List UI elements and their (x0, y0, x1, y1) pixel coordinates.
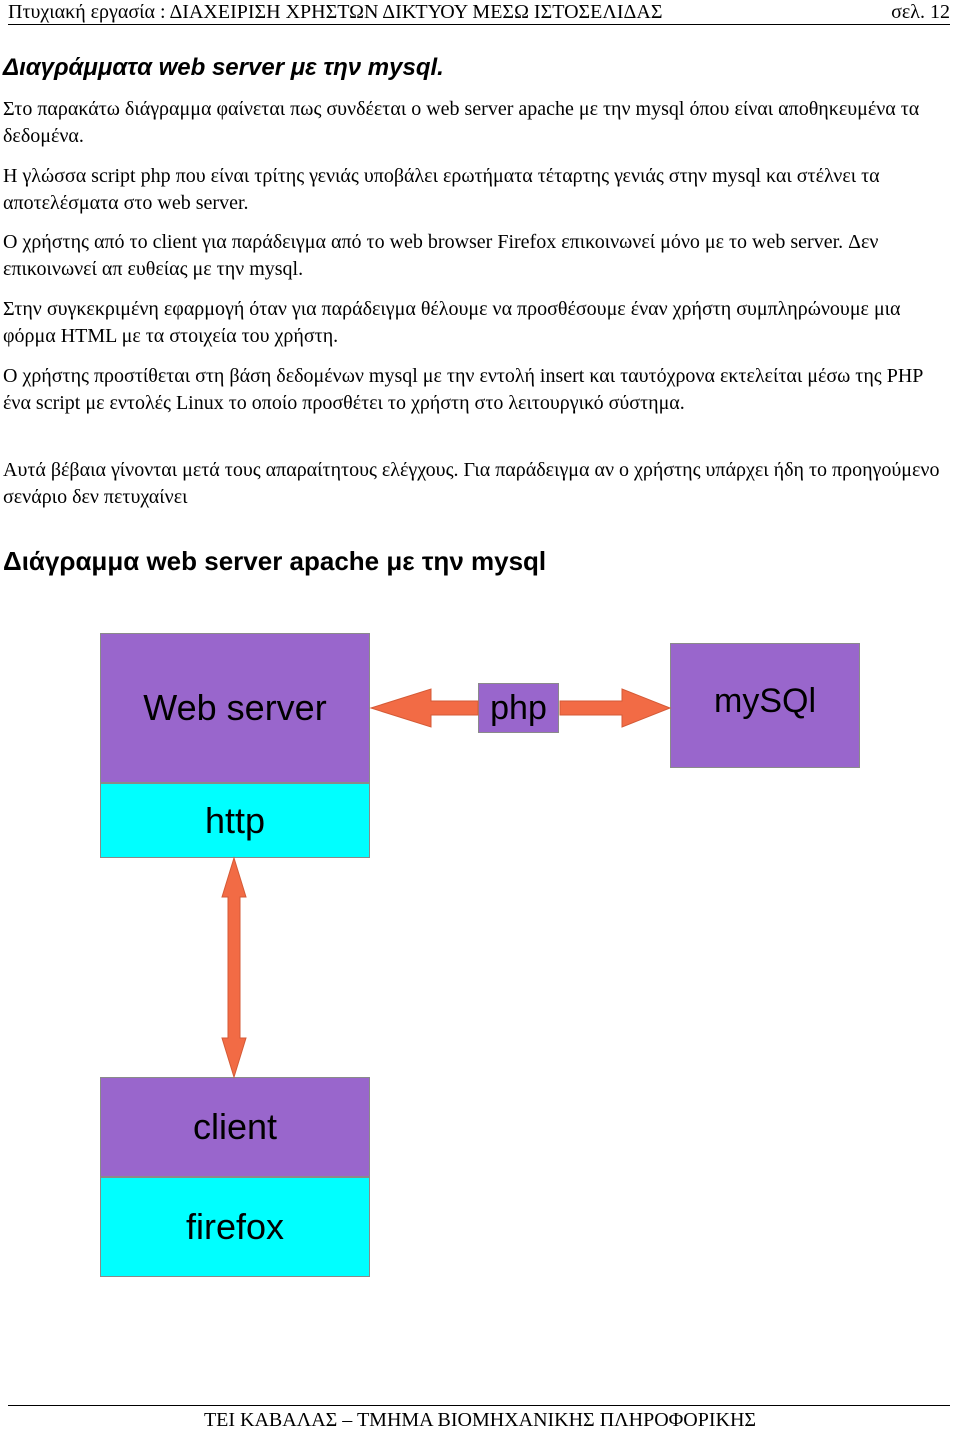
webserver-php-arrow (369, 688, 479, 728)
section-title: Διαγράμματα web server με την mysql. (3, 54, 444, 81)
diagram-title: Διάγραμμα web server apache με την mysql (3, 546, 547, 576)
web-server-label: Web server (143, 687, 327, 728)
client-box: client (100, 1077, 370, 1177)
mysql-box: mySQl (670, 643, 860, 768)
firefox-box: firefox (100, 1177, 370, 1277)
paragraph-2: Η γλώσσα script php που είναι τρίτης γεν… (3, 165, 880, 214)
http-client-arrow (221, 856, 247, 1079)
http-label: http (204, 799, 266, 841)
footer-divider (8, 1405, 950, 1406)
web-server-box: Web server (100, 633, 370, 783)
paragraph-6: Αυτά βέβαια γίνονται μετά τους απαραίτητ… (3, 459, 940, 508)
php-mysql-arrow (559, 688, 672, 728)
page-number: σελ. 12 (891, 1, 950, 23)
php-box: php (478, 683, 559, 733)
php-label: php (490, 688, 547, 727)
client-label: client (192, 1106, 278, 1147)
paragraph-1: Στο παρακάτω διάγραμμα φαίνεται πως συνδ… (3, 98, 920, 147)
http-box: http (100, 783, 370, 858)
page-footer: ΤΕΙ ΚΑΒΑΛΑΣ – ΤΜΗΜΑ ΒΙΟΜΗΧΑΝΙΚΗΣ ΠΛΗΡΟΦΟ… (203, 1409, 757, 1431)
paragraph-3: Ο χρήστης από το client για παράδειγμα α… (3, 231, 879, 280)
paragraph-5: Ο χρήστης προστίθεται στη βάση δεδομένων… (3, 365, 923, 414)
paragraph-4: Στην συγκεκριμένη εφαρμογή όταν για παρά… (3, 298, 901, 347)
firefox-label: firefox (185, 1206, 285, 1247)
mysql-label: mySQl (714, 682, 816, 720)
page-header: Πτυχιακή εργασία : ΔΙΑΧΕΙΡΙΣΗ ΧΡΗΣΤΩΝ ΔΙ… (8, 0, 950, 25)
header-title: Πτυχιακή εργασία : ΔΙΑΧΕΙΡΙΣΗ ΧΡΗΣΤΩΝ ΔΙ… (8, 1, 663, 23)
